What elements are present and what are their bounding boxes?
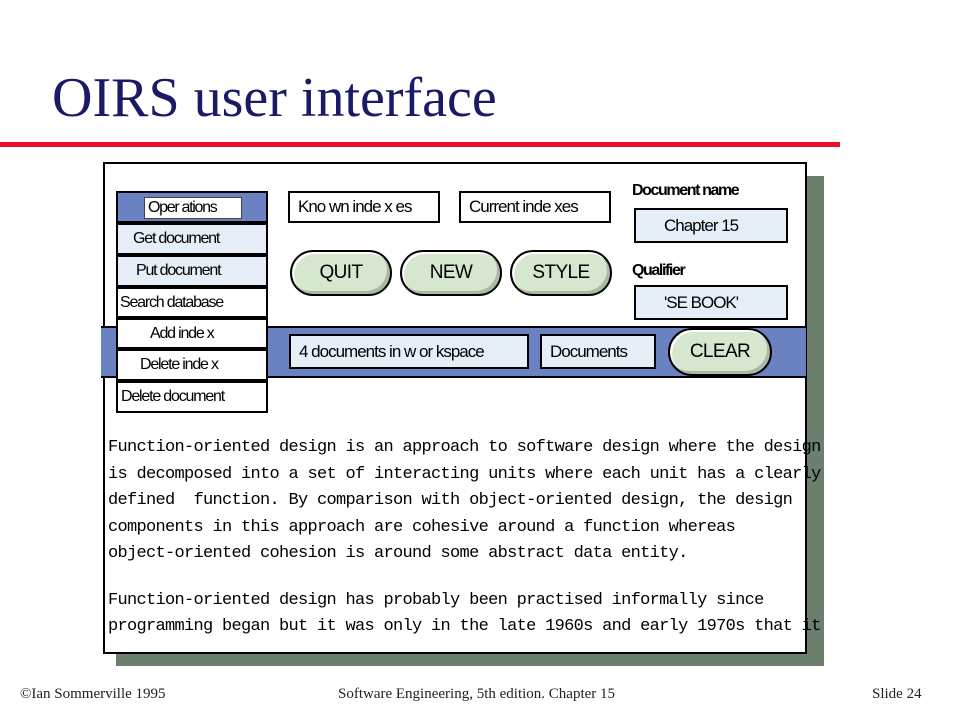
operations-menu-title[interactable]: Oper ations <box>144 197 242 219</box>
doc-line: components in this approach are cohesive… <box>108 517 736 537</box>
doc-line: programming began but it was only in the… <box>108 617 821 636</box>
style-button[interactable]: STYLE <box>510 250 612 296</box>
menu-item-delete-index[interactable]: Delete inde x <box>116 349 268 381</box>
footer-copyright: ©Ian Sommerville 1995 <box>20 686 166 702</box>
clear-button[interactable]: CLEAR <box>668 328 772 376</box>
menu-item-put-document[interactable]: Put document <box>116 255 268 287</box>
menu-item-get-document[interactable]: Get document <box>116 223 268 255</box>
slide-title: OIRS user interface <box>52 67 497 129</box>
title-rule <box>0 142 840 147</box>
paragraph-gap <box>108 568 798 588</box>
doc-line: is decomposed into a set of interacting … <box>108 464 821 484</box>
doc-line: Function-oriented design has probably be… <box>108 590 764 610</box>
quit-button[interactable]: QUIT <box>290 250 392 296</box>
documents-box[interactable]: Documents <box>540 334 656 369</box>
known-indexes-box[interactable]: Kno wn inde x es <box>288 191 440 223</box>
new-button[interactable]: NEW <box>400 250 502 296</box>
current-indexes-box[interactable]: Current inde xes <box>459 191 611 223</box>
menu-item-delete-document[interactable]: Delete document <box>116 381 268 413</box>
operations-menu-header: Oper ations <box>116 191 268 223</box>
footer-book: Software Engineering, 5th edition. Chapt… <box>338 686 616 702</box>
doc-line: defined function. By comparison with obj… <box>108 491 793 510</box>
document-name-field[interactable]: Chapter 15 <box>634 208 788 243</box>
footer-slide-number: Slide 24 <box>872 686 922 702</box>
document-text-area[interactable]: Function-oriented design is an approach … <box>108 435 821 641</box>
qualifier-field[interactable]: 'SE BOOK' <box>634 285 788 320</box>
menu-item-search-database[interactable]: Search database <box>116 287 268 318</box>
workspace-count-box: 4 documents in w or kspace <box>289 334 529 369</box>
doc-line: object-oriented cohesion is around some … <box>108 544 688 563</box>
document-name-label: Document name <box>632 182 740 199</box>
qualifier-label: Qualifier <box>632 262 686 279</box>
doc-line: Function-oriented design is an approach … <box>108 438 821 457</box>
menu-item-add-index[interactable]: Add inde x <box>116 318 268 349</box>
